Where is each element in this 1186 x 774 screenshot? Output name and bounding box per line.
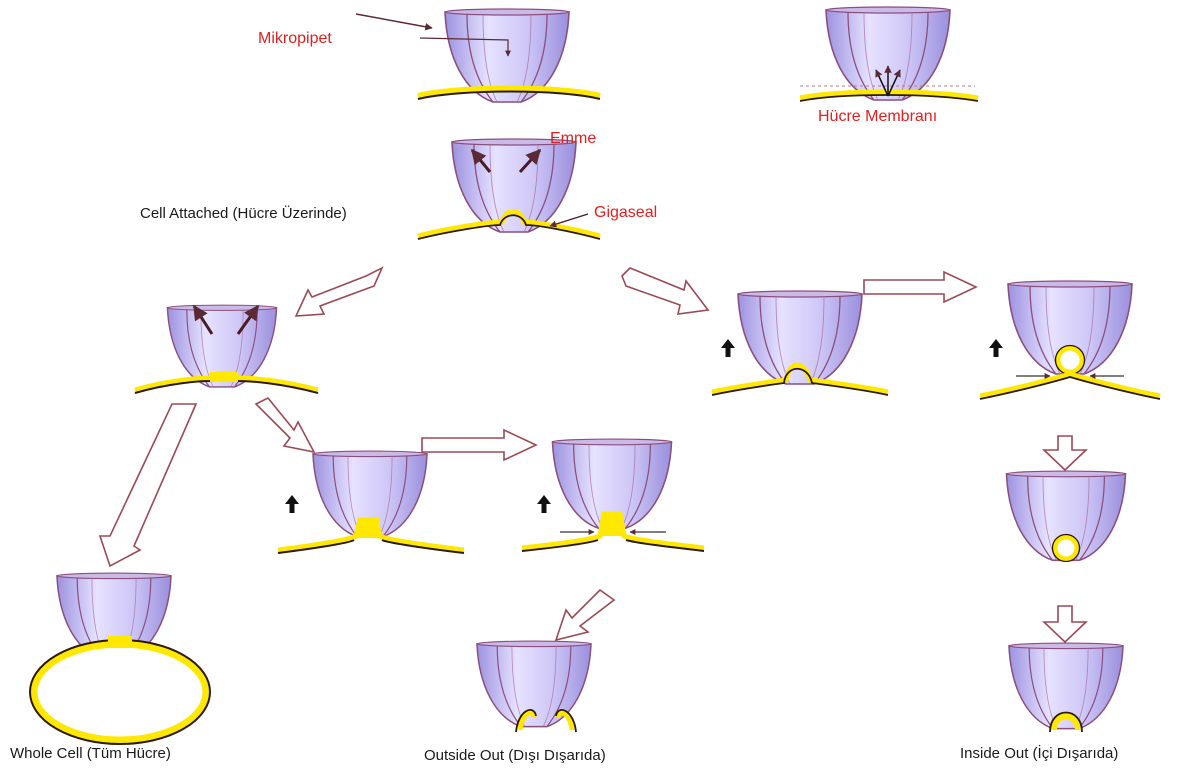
outside-out-step xyxy=(477,641,591,732)
pull-up-step xyxy=(712,291,888,395)
pipette-approach xyxy=(356,9,600,102)
arrow-to-outside-out-1 xyxy=(256,398,314,452)
pipette xyxy=(452,139,576,232)
mikropipet-pointer xyxy=(356,14,432,28)
arrow-to-inside-out-1 xyxy=(1044,436,1086,470)
outside-out-intermediate-1 xyxy=(278,451,464,553)
up-arrow-icon xyxy=(285,495,299,513)
outside-out-label: Outside Out (Dışı Dışarıda) xyxy=(424,747,606,764)
inside-out-intermediate xyxy=(1006,471,1125,561)
arrow-to-outside-out-2 xyxy=(422,430,536,460)
whole-cell-step xyxy=(30,573,210,744)
whole-cell-label: Whole Cell (Tüm Hücre) xyxy=(10,745,171,762)
emme-label: Emme xyxy=(550,130,596,148)
hucre-membrani-label: Hücre Membranı xyxy=(818,108,937,126)
outside-out-intermediate-2 xyxy=(522,439,704,551)
up-arrow-icon xyxy=(537,495,551,513)
mikropipet-label: Mikropipet xyxy=(258,30,332,48)
up-arrow-icon xyxy=(721,339,735,357)
pipette xyxy=(738,291,862,384)
suction-step xyxy=(135,305,318,393)
inside-out-label: Inside Out (İçi Dışarıda) xyxy=(960,745,1118,762)
inside-out-step xyxy=(1009,643,1123,732)
arrow-to-outside-out-3 xyxy=(556,590,614,640)
up-arrow-icon xyxy=(989,339,1003,357)
arrow-to-right-branch xyxy=(622,268,708,314)
arrow-to-left-branch xyxy=(296,268,382,316)
arrow-to-inside-out-2 xyxy=(1044,606,1086,642)
arrow-right-top xyxy=(864,272,976,302)
gigaseal-label: Gigaseal xyxy=(594,204,657,222)
cell-attached-label: Cell Attached (Hücre Üzerinde) xyxy=(140,205,347,222)
cell-attached-step xyxy=(418,139,600,239)
membrane-detail xyxy=(800,7,978,101)
vesicle-forming-step xyxy=(980,281,1160,399)
arrow-to-whole-cell xyxy=(100,404,196,566)
